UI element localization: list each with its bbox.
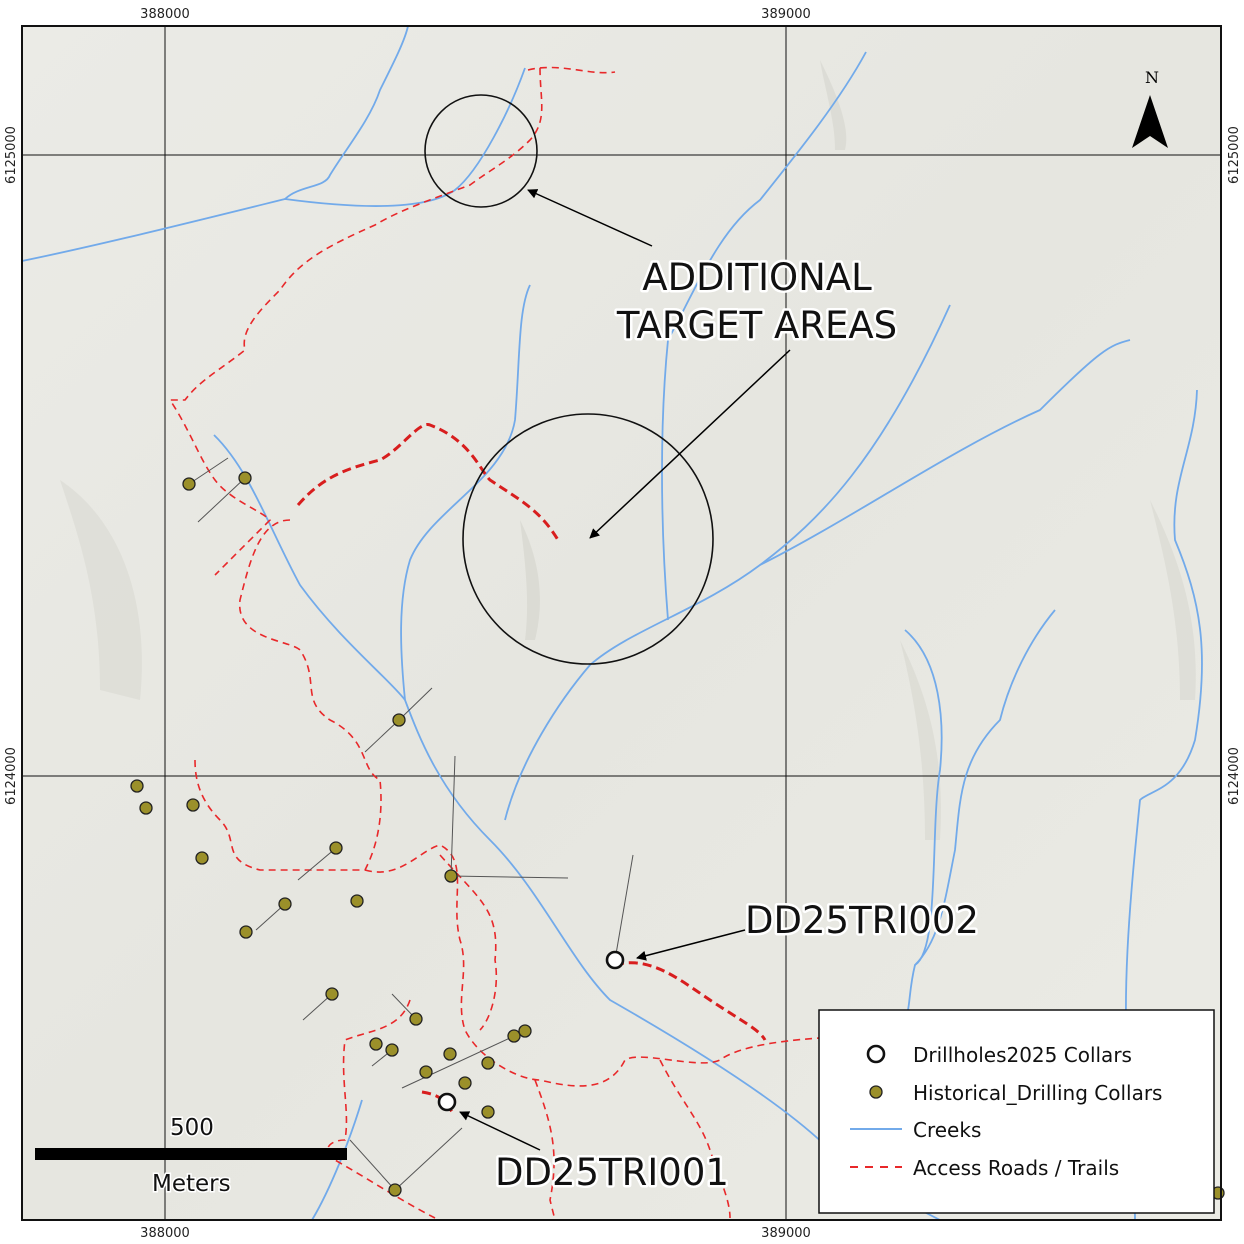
northing-label: 6124000 <box>1227 747 1242 805</box>
annotation-arrows <box>459 189 791 1151</box>
scale-unit: Meters <box>152 1171 231 1197</box>
legend-label: Historical_Drilling Collars <box>913 1081 1162 1105</box>
easting-label: 389000 <box>761 7 811 22</box>
coordinate-grid <box>22 26 1221 1220</box>
scale-bar <box>35 1148 347 1160</box>
legend-label: Creeks <box>913 1118 981 1142</box>
easting-label: 388000 <box>140 7 190 22</box>
collar-dd25tri002[interactable] <box>605 950 625 970</box>
legend-historical-collar-icon <box>869 1085 883 1099</box>
target-area-circle <box>462 413 714 665</box>
easting-label: 389000 <box>761 1226 811 1241</box>
northing-label: 6124000 <box>4 747 19 805</box>
northing-label: 6125000 <box>1227 126 1242 184</box>
legend-label: Access Roads / Trails <box>913 1156 1119 1180</box>
scale-value: 500 <box>170 1115 214 1141</box>
legend-new-collar-icon <box>866 1044 886 1064</box>
collar-dd25tri001[interactable] <box>437 1092 457 1112</box>
hole-label-dd25tri002: DD25TRI002 <box>745 899 979 942</box>
map-frame <box>21 25 1222 1221</box>
access-roads <box>168 66 821 1221</box>
easting-label: 388000 <box>140 1226 190 1241</box>
hole-label-dd25tri001: DD25TRI001 <box>495 1151 729 1194</box>
drill-traces <box>188 457 634 1191</box>
historical-collars <box>130 471 1225 1200</box>
target-areas-label: TARGET AREAS <box>616 304 897 347</box>
svg-text:N: N <box>1145 68 1159 87</box>
creeks <box>21 25 1203 1221</box>
northing-label: 6125000 <box>4 126 19 184</box>
legend: Drillholes2025 Collars Historical_Drilli… <box>818 1009 1215 1214</box>
legend-label: Drillholes2025 Collars <box>913 1043 1132 1067</box>
target-area-circle <box>424 94 538 208</box>
north-arrow-icon: N <box>1132 68 1168 148</box>
target-areas-label: ADDITIONAL <box>642 256 872 299</box>
